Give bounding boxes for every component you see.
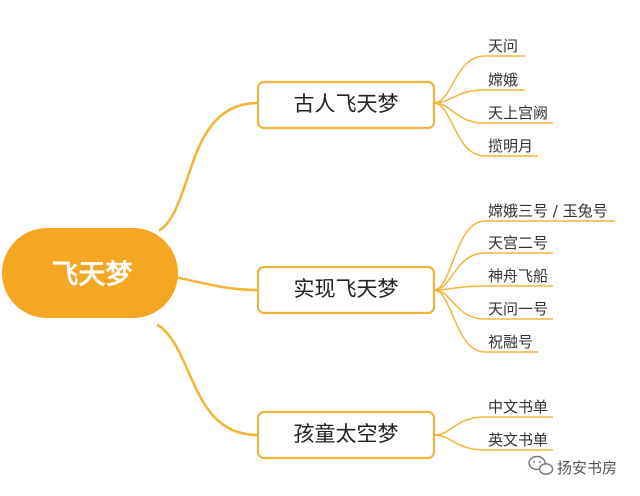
branch-node-realize-dream: 实现飞天梦 <box>256 265 436 315</box>
branch-label: 孩童太空梦 <box>294 422 399 446</box>
connector-root-branch-3 <box>156 323 260 437</box>
branch-2-leaf-connectors <box>433 220 615 353</box>
leaf-item: 天问 <box>488 37 518 55</box>
leaf-item: 神舟飞船 <box>488 267 548 285</box>
branch-label: 古人飞天梦 <box>294 92 399 116</box>
leaf-item: 天上宫阙 <box>488 104 548 122</box>
root-node: 飞天梦 <box>2 228 178 318</box>
connector-root-branch-1 <box>158 101 260 232</box>
leaf-item: 揽明月 <box>488 137 533 155</box>
branch-node-ancient-dream: 古人飞天梦 <box>256 80 436 130</box>
connector-root-branch-2 <box>168 274 260 292</box>
leaf-item: 嫦娥三号 / 玉兔号 <box>488 202 608 220</box>
branch-1-leaf-connectors <box>433 55 553 157</box>
watermark-text: 扬安书房 <box>557 459 617 477</box>
branch-label: 实现飞天梦 <box>294 277 399 301</box>
watermark: 扬安书房 <box>528 455 617 477</box>
leaf-item: 英文书单 <box>488 431 548 449</box>
branch-node-children-space-dream: 孩童太空梦 <box>256 410 436 460</box>
wechat-icon <box>528 455 554 475</box>
leaf-item: 祝融号 <box>488 333 533 351</box>
leaf-item: 中文书单 <box>488 398 548 416</box>
leaf-item: 天宫二号 <box>488 234 548 252</box>
root-label: 飞天梦 <box>52 260 133 291</box>
branch-3-leaf-connectors <box>433 416 553 451</box>
leaf-item: 天问一号 <box>488 300 548 318</box>
leaf-item: 嫦娥 <box>488 71 518 89</box>
